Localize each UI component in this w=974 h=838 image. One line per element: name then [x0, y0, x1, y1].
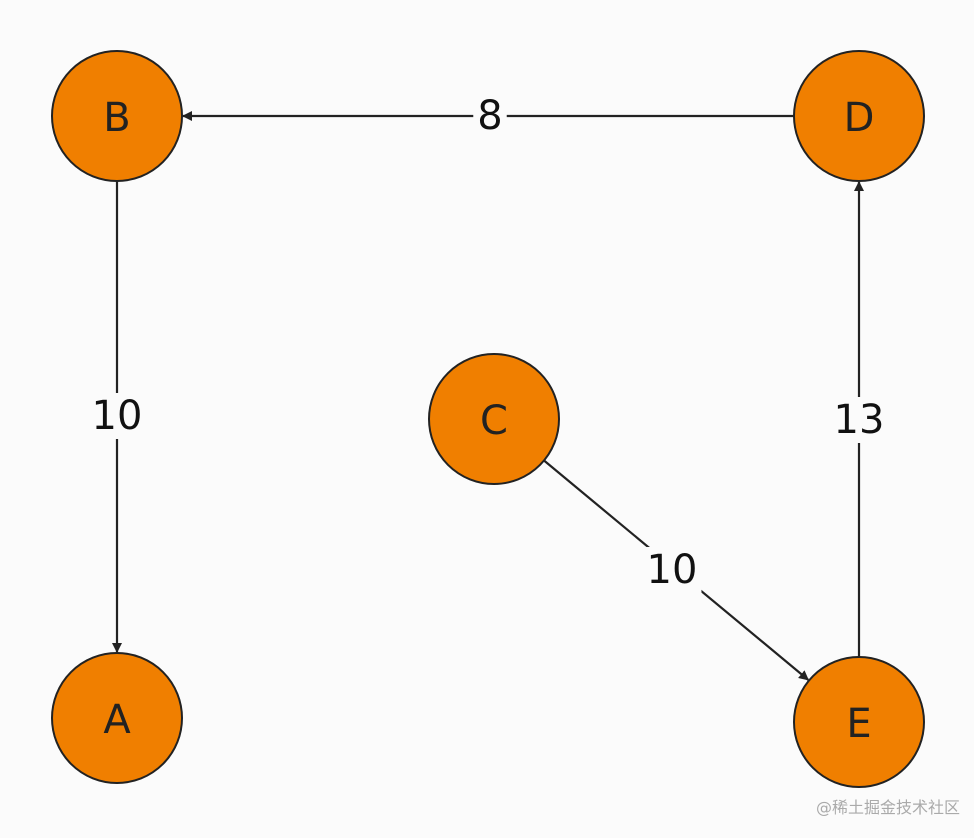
node-e: E [793, 656, 925, 788]
node-circle-e [793, 656, 925, 788]
node-b: B [51, 50, 183, 182]
node-c: C [428, 353, 560, 485]
nodes-layer: A B C D E [51, 50, 925, 788]
node-label-b: B [103, 95, 130, 141]
watermark: @稀土掘金技术社区 [815, 798, 960, 817]
node-label-e: E [846, 701, 871, 747]
edge-weight-b-a: 10 [92, 393, 143, 439]
edge-weight-c-e: 10 [647, 547, 698, 593]
node-a: A [51, 652, 183, 784]
node-d: D [793, 50, 925, 182]
node-label-a: A [103, 697, 131, 743]
node-label-c: C [480, 398, 508, 444]
edge-label-background [87, 393, 147, 439]
edge-weight-d-b: 8 [477, 93, 502, 139]
edges-layer: 8 10 10 13 [87, 93, 889, 681]
node-circle-d [793, 50, 925, 182]
edge-weight-e-d: 13 [834, 397, 885, 443]
node-circle-b [51, 50, 183, 182]
node-circle-c [428, 353, 560, 485]
edge-label-background [829, 397, 889, 443]
edge-label-background [473, 93, 507, 139]
node-label-d: D [844, 95, 875, 141]
edge-label-background [642, 547, 702, 593]
node-circle-a [51, 652, 183, 784]
